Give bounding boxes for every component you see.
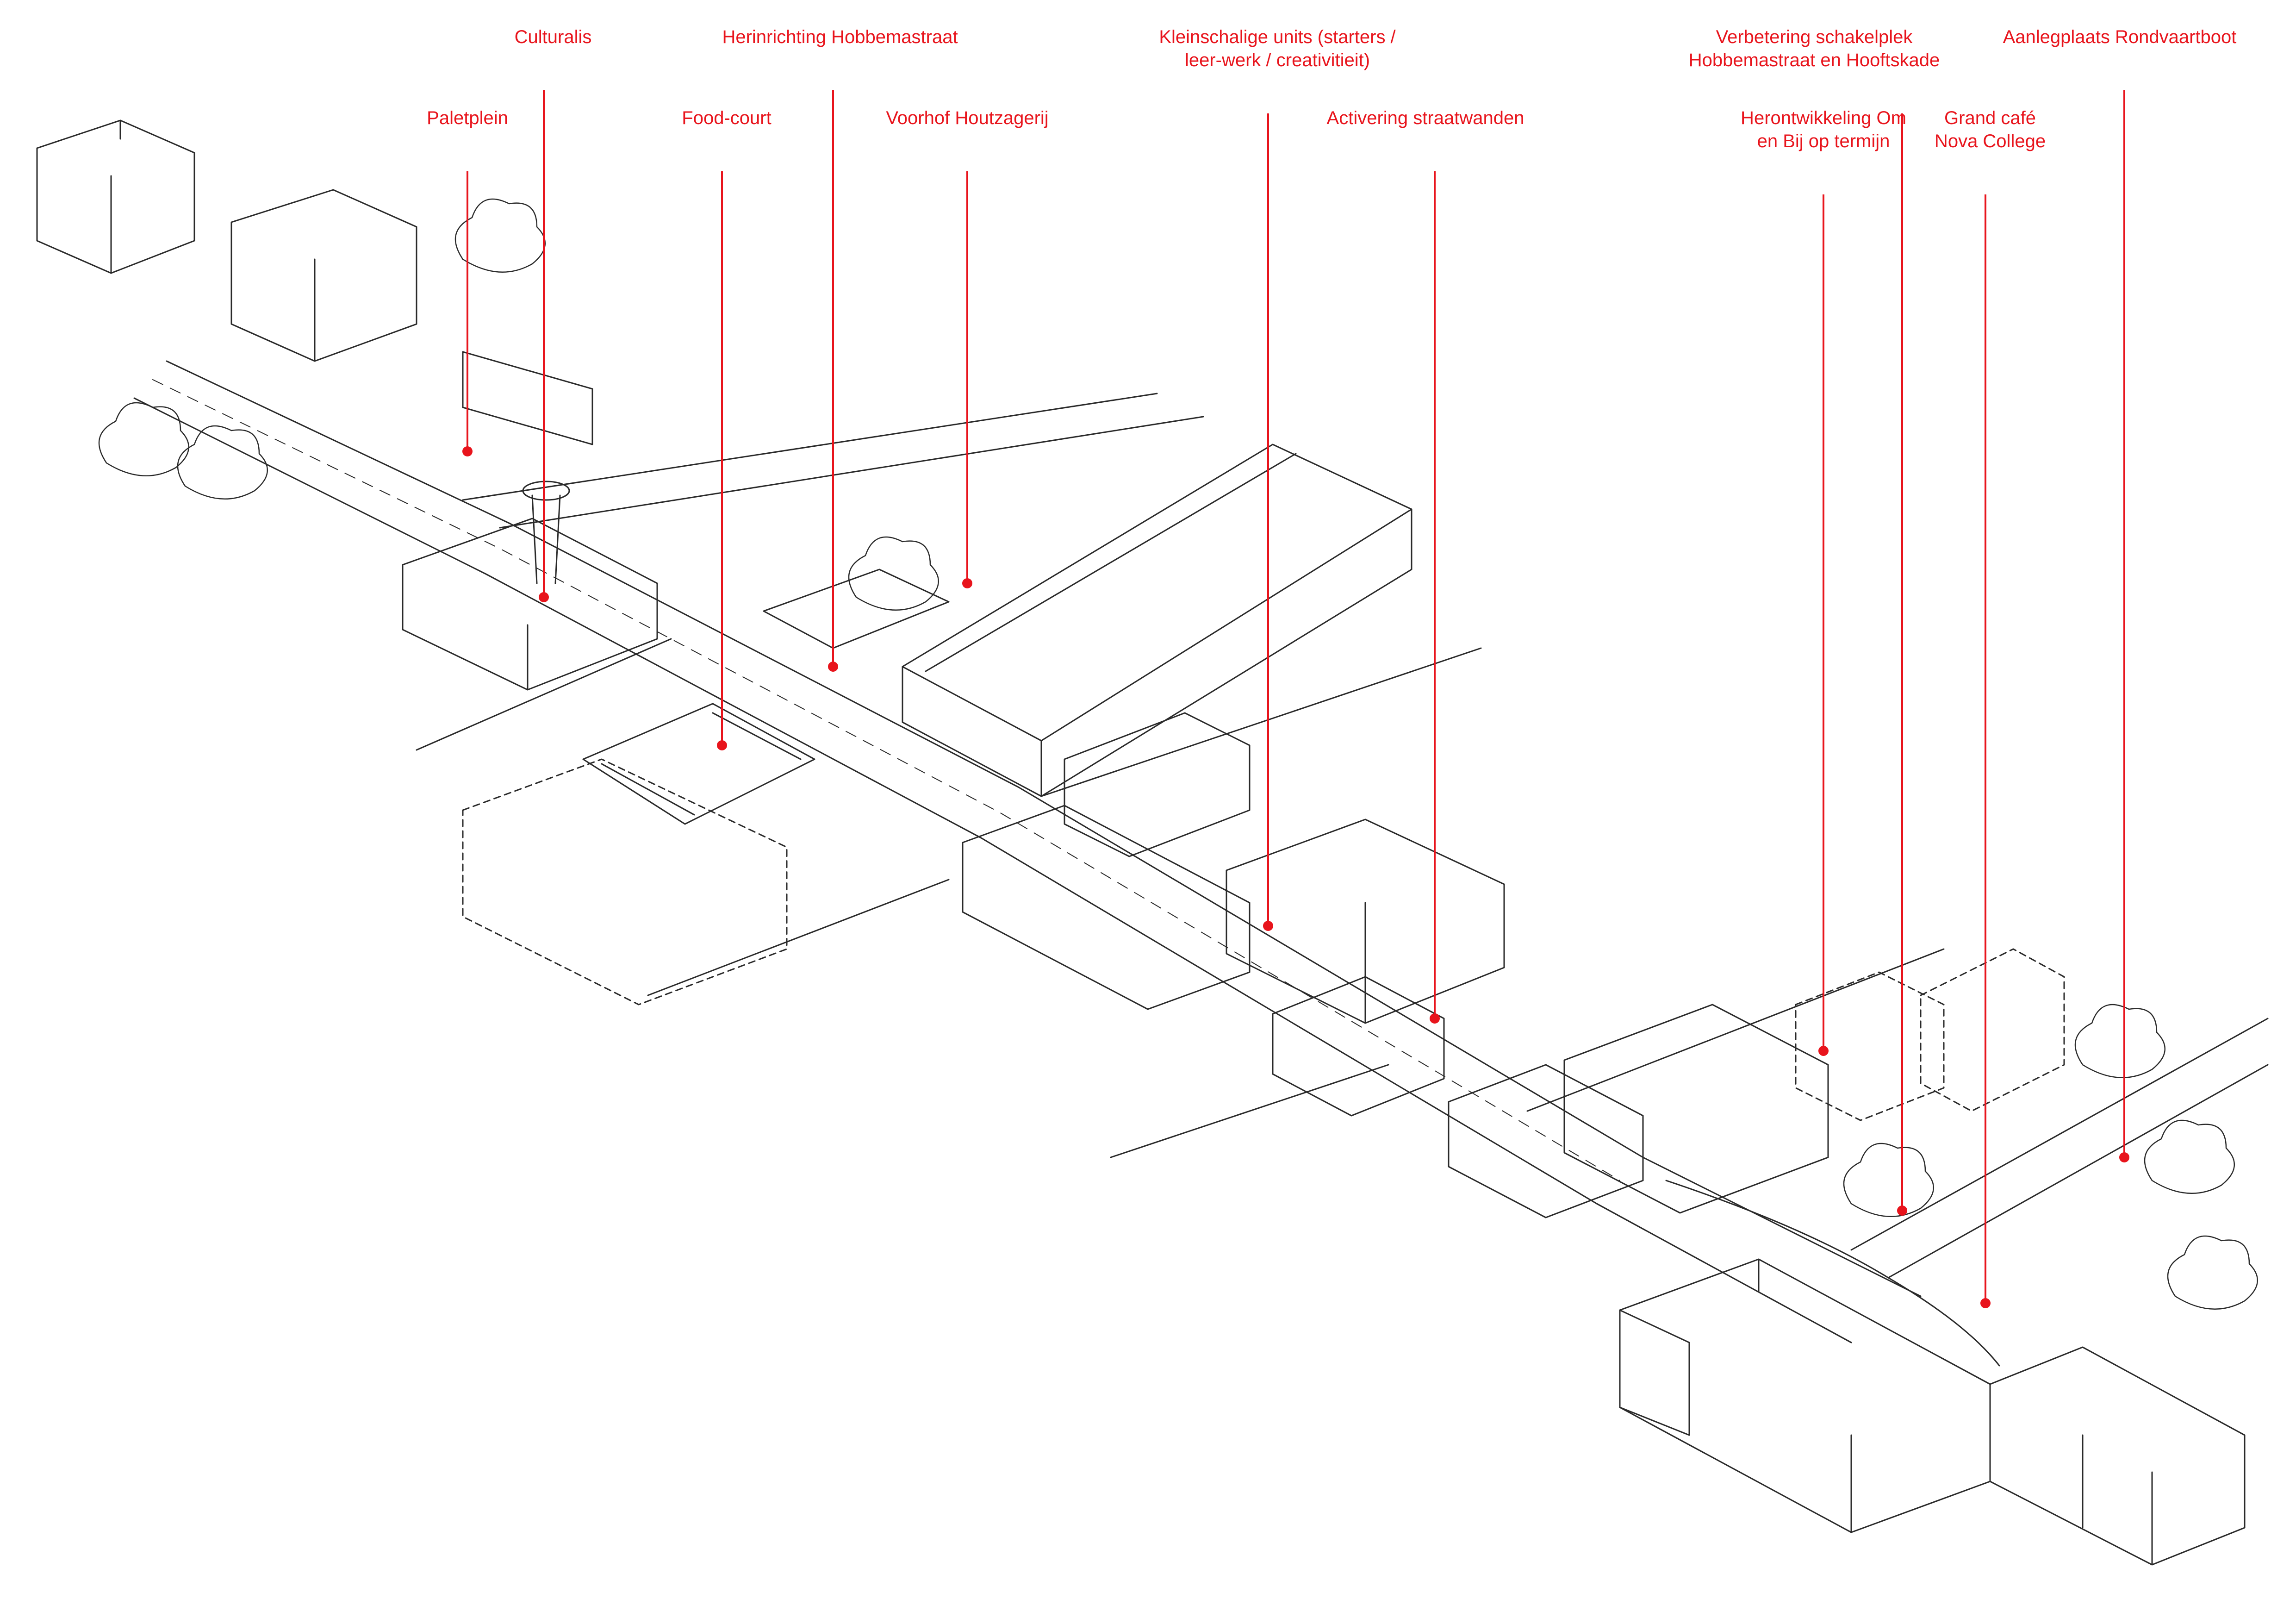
leader-dot-verbetering <box>1897 1206 1907 1216</box>
main-street-edge-south <box>133 397 1852 1343</box>
trees <box>98 198 2259 1310</box>
tree-4 <box>848 536 940 611</box>
cross-street-1 <box>462 393 1158 501</box>
block-dashed-east <box>1920 948 2065 1112</box>
label-culturalis: Culturalis <box>514 27 592 47</box>
leader-dot-grandcafe <box>1980 1298 1991 1308</box>
tree-6 <box>2144 1119 2235 1194</box>
leader-dot-activering <box>1430 1013 1440 1024</box>
quay-curve <box>1665 1180 2000 1367</box>
label-aanlegplaats-rondvaartboot: Aanlegplaats Rondvaartboot <box>2003 27 2237 47</box>
block-east-1 <box>1563 1004 1829 1214</box>
block-mid-north-2 <box>1226 818 1505 1024</box>
block-southeast-houses <box>1989 1346 2246 1566</box>
tree-2 <box>177 425 268 500</box>
block-mid-north-1 <box>1064 712 1251 857</box>
leader-dot-paletplein <box>462 446 473 456</box>
building-nw-1 <box>36 119 195 274</box>
label-paletplein: Paletplein <box>427 108 508 128</box>
block-voorhof <box>763 568 950 649</box>
main-street-centerline <box>152 379 1620 1181</box>
leader-dot-herinrichting <box>828 662 838 672</box>
block-culturalis <box>402 518 658 691</box>
label-voorhof-houtzagerij: Voorhof Houtzagerij <box>886 108 1049 128</box>
leader-dot-voorhof <box>962 578 972 588</box>
tree-7 <box>2167 1235 2259 1310</box>
block-mid-south-1 <box>962 805 1251 1010</box>
leader-dot-herontwikkeling <box>1818 1046 1829 1056</box>
tree-1 <box>98 402 190 477</box>
tree-8 <box>1843 1143 1935 1218</box>
canal-edge-1 <box>1850 1018 2269 1251</box>
houtzagerij-hall <box>902 443 1412 797</box>
culturalis-tower <box>522 481 570 584</box>
cross-street-1b <box>499 416 1204 529</box>
leader-dot-culturalis <box>539 592 549 602</box>
building-nw-3 <box>462 351 593 445</box>
label-kleinschalige-units: Kleinschalige units (starters /leer-werk… <box>1159 27 1396 70</box>
cross-street-4 <box>647 879 950 996</box>
tree-5 <box>2074 1004 2166 1079</box>
houtzagerij-roof-ridge <box>925 453 1297 672</box>
cross-street-6 <box>1110 1064 1389 1158</box>
leader-dot-aanlegplaats <box>2119 1152 2129 1162</box>
block-south-dashed <box>462 758 788 1006</box>
label-food-court: Food-court <box>682 108 772 128</box>
block-southeast-rows <box>1619 1258 1991 1533</box>
block-mid-south-2 <box>1272 976 1445 1117</box>
cross-street-5 <box>1526 948 1945 1112</box>
leader-dot-foodcourt <box>717 740 727 750</box>
label-herinrichting-hobbemastraat: Herinrichting Hobbemastraat <box>722 27 958 47</box>
leader-dot-kleinschalige <box>1263 921 1273 931</box>
food-court-canopy <box>582 703 815 825</box>
main-street-edge-north <box>166 360 1922 1297</box>
tree-3 <box>454 198 546 273</box>
block-south-corner <box>1619 1309 1690 1436</box>
block-om-en-bij <box>1795 971 1945 1121</box>
cross-street-2 <box>416 638 672 751</box>
annotation-leaders <box>462 90 2129 1308</box>
canal-edge-2 <box>1887 1064 2269 1279</box>
cross-street-3 <box>1040 647 1482 797</box>
block-mid-south-3 <box>1448 1064 1644 1218</box>
street-linework <box>36 119 2269 1566</box>
label-activering-straatwanden: Activering straatwanden <box>1326 108 1524 128</box>
building-nw-2 <box>230 189 417 362</box>
